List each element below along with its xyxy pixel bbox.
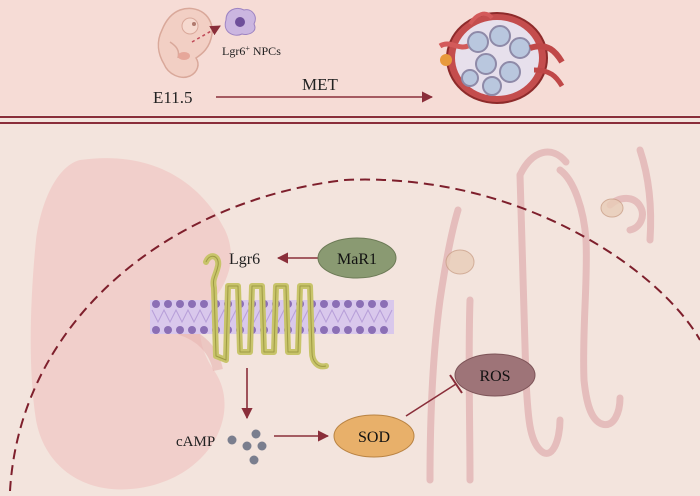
- receptor-label: Lgr6: [229, 251, 260, 268]
- sod-node: [333, 414, 415, 458]
- mar1-label: MaR1: [337, 251, 377, 268]
- sod-label: SOD: [358, 429, 390, 446]
- camp-molecules: [227, 429, 267, 465]
- kidney-shape: [30, 158, 231, 490]
- embryo-icon: [157, 7, 213, 78]
- top-band: [0, 0, 700, 115]
- nephron-tubule: [426, 146, 655, 484]
- ros-label: ROS: [479, 368, 510, 385]
- stage-label: E11.5: [153, 88, 193, 107]
- lgr6-receptor-outline: [205, 255, 327, 367]
- dashed-arrow-to-npc: [191, 25, 221, 43]
- mar1-node: [317, 237, 397, 279]
- glomerulus-icon: [427, 0, 567, 112]
- ros-node: [454, 353, 536, 397]
- nephron-glomerulus-small-2: [600, 198, 624, 218]
- camp-label: cAMP: [176, 434, 215, 450]
- met-label: MET: [302, 75, 339, 94]
- sod-inhibits-ros-line: [405, 383, 457, 417]
- cell-boundary-arc: [9, 178, 700, 492]
- nephron-glomerulus-small: [445, 249, 475, 275]
- npc-label: Lgr6+ NPCs: [222, 44, 281, 59]
- inhibition-bar: [449, 374, 463, 394]
- npc-cell-icon: [224, 7, 256, 36]
